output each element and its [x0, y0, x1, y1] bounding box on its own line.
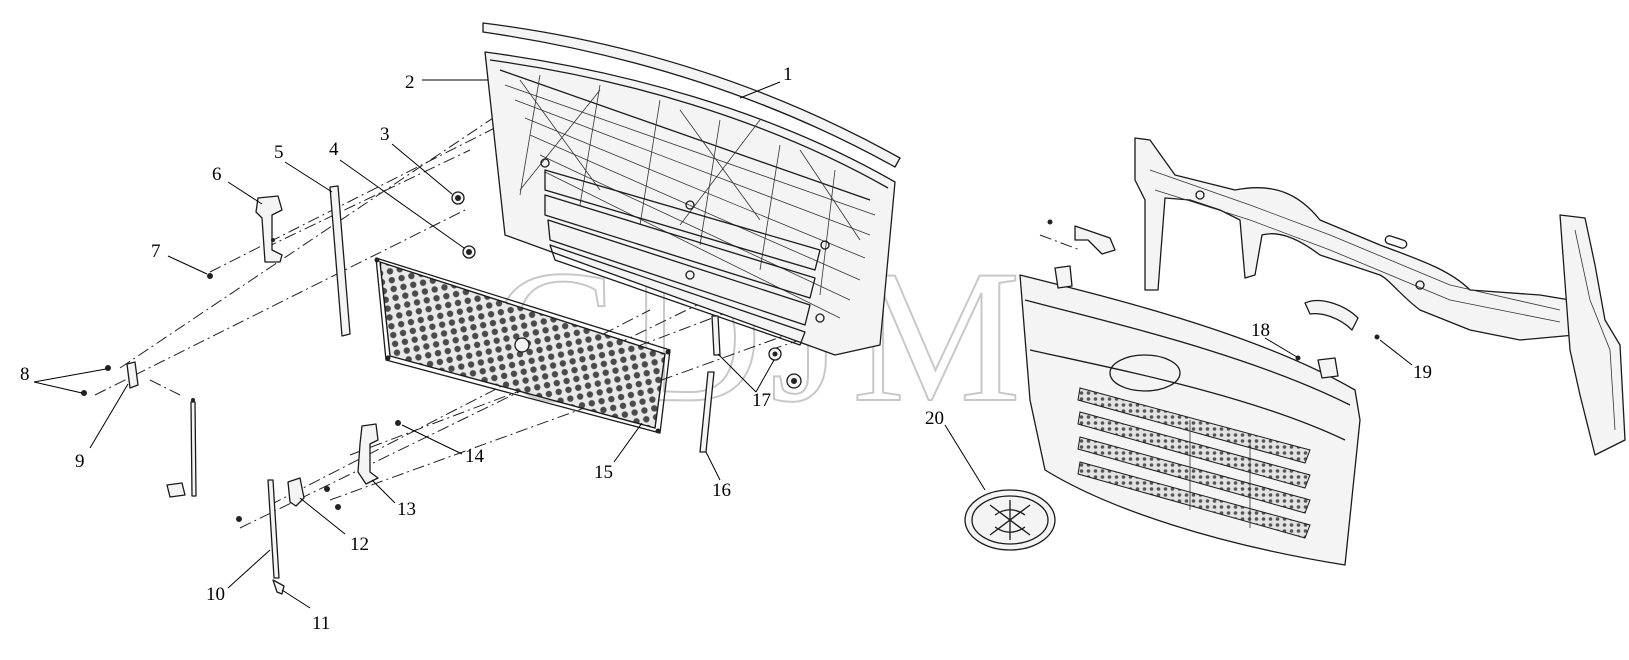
callout-15: 15	[594, 462, 613, 483]
callout-7: 7	[151, 241, 161, 262]
screw-12c	[324, 486, 330, 492]
callout-8: 8	[20, 364, 30, 385]
callout-12: 12	[350, 534, 369, 555]
callout-3: 3	[380, 124, 390, 145]
screw-14	[395, 420, 401, 426]
grille-bracket-upper	[1047, 219, 1116, 289]
screw-8b	[81, 390, 87, 396]
side-trim-16	[699, 315, 721, 453]
callout-4: 4	[329, 139, 339, 160]
callout-labels: 1 2 3 4 5 6 7 8 9 10 11 12 13 14 15 16 1…	[20, 64, 1432, 634]
support-rod-10	[267, 479, 285, 595]
bracket-9	[126, 361, 139, 389]
mesh-grille-15	[374, 257, 671, 434]
handle-bracket-18	[1295, 299, 1359, 379]
left-stay-rod	[166, 398, 197, 498]
screw-8a	[105, 365, 111, 371]
leader-lines	[33, 79, 1413, 609]
callout-2: 2	[405, 72, 415, 93]
callout-6: 6	[212, 164, 222, 185]
callout-9: 9	[75, 451, 85, 472]
callout-14: 14	[465, 446, 485, 467]
callout-20: 20	[925, 408, 944, 429]
callout-13: 13	[397, 499, 416, 520]
screw-12b	[335, 504, 341, 510]
emblem-20	[964, 489, 1056, 551]
seal-strip-left	[329, 185, 351, 337]
clip-nut-3	[451, 191, 465, 205]
front-grille-shell	[1019, 274, 1361, 566]
bracket-6	[255, 195, 283, 263]
callout-17: 17	[752, 390, 771, 411]
callout-1: 1	[783, 64, 793, 85]
callout-18: 18	[1251, 320, 1270, 341]
screw-7	[207, 273, 213, 279]
screw-12a	[236, 516, 242, 522]
clip-nut-4	[462, 245, 476, 259]
cab-front-frame	[1134, 137, 1626, 456]
screw-19	[1374, 334, 1380, 340]
front-panel-assembly	[484, 51, 896, 356]
callout-11: 11	[312, 613, 330, 634]
hinge-12	[287, 477, 305, 507]
callout-10: 10	[206, 584, 225, 605]
callout-5: 5	[274, 142, 284, 163]
callout-19: 19	[1413, 362, 1432, 383]
callout-16: 16	[712, 480, 731, 501]
top-trim-strip	[482, 22, 901, 168]
bracket-13	[357, 423, 379, 485]
nuts-17	[768, 347, 802, 389]
